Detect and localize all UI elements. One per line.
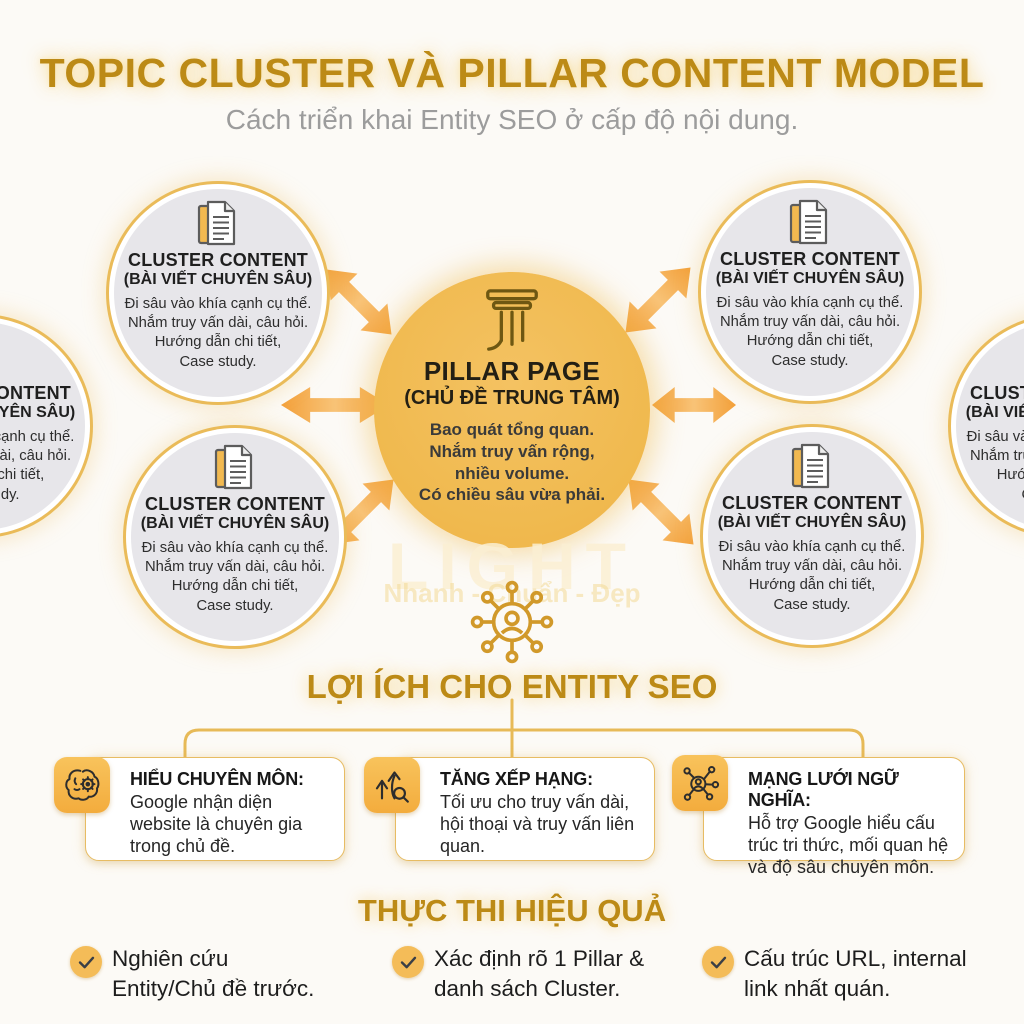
pillar-subtitle: (CHỦ ĐỀ TRUNG TÂM) — [404, 387, 620, 409]
brain-gear-icon — [54, 757, 110, 813]
cluster-text-line: Đi sâu vào khía cạnh cụ thể. — [716, 295, 904, 311]
cluster-subtitle: (BÀI VIẾT CHUYÊN SÂU) — [965, 404, 1024, 421]
cluster-text-line: Hướng dẫn chi tiết, — [171, 578, 299, 595]
cluster-text-line: Hướng dẫn chi tiết, — [748, 577, 876, 594]
pillar-text-line: Bao quát tổng quan. — [429, 420, 595, 439]
cluster-text-line: Đi sâu vào khía cạnh cụ thể. — [0, 429, 75, 445]
cluster-text-line: Đi sâu vào khía cạnh cụ thể. — [718, 539, 906, 555]
cluster-title: CLUSTER CONTENT — [0, 383, 71, 403]
benefit-card-body: Google nhận diện website là chuyên gia t… — [130, 792, 303, 857]
execution-item: Xác định rõ 1 Pillar & danh sách Cluster… — [434, 944, 644, 1003]
double-arrow-icon — [313, 256, 405, 348]
cluster-circle-bottom-right: CLUSTER CONTENT (BÀI VIẾT CHUYÊN SÂU) Đi… — [708, 432, 916, 640]
pillar-text-line: nhiều volume. — [454, 463, 570, 483]
benefit-card-ranking: TĂNG XẾP HẠNG: Tối ưu cho truy vấn dài, … — [395, 757, 655, 861]
benefit-card-title: MẠNG LƯỚI NGỮ NGHĨA: — [748, 769, 899, 810]
benefit-card-body: Tối ưu cho truy vấn dài, hội thoại và tr… — [440, 792, 635, 857]
cluster-subtitle: (BÀI VIẾT CHUYÊN SÂU) — [715, 270, 905, 287]
pillar-column-icon — [477, 288, 547, 352]
execution-item-line: danh sách Cluster. — [434, 975, 621, 1001]
cluster-text-line: Hướng dẫn chi tiết, — [996, 467, 1024, 484]
document-icon — [212, 443, 258, 491]
execution-item-line: Nghiên cứu — [112, 946, 229, 971]
check-icon — [70, 946, 102, 978]
cluster-text-line: Case study. — [771, 352, 849, 369]
document-icon — [787, 198, 833, 246]
cluster-circle-top-right: CLUSTER CONTENT (BÀI VIẾT CHUYÊN SÂU) Đi… — [706, 188, 914, 396]
cluster-circle-left-edge: CLUSTER CONTENT (BÀI VIẾT CHUYÊN SÂU) Đi… — [0, 322, 85, 530]
benefit-card-title: TĂNG XẾP HẠNG: — [440, 769, 593, 789]
benefit-card-title: HIỂU CHUYÊN MÔN: — [130, 769, 304, 789]
cluster-title: CLUSTER CONTENT — [128, 250, 308, 270]
cluster-circle-right-edge: CLUSTER CONTENT (BÀI VIẾT CHUYÊN SÂU) Đi… — [956, 322, 1024, 530]
document-icon — [0, 332, 4, 380]
connector-bracket — [183, 698, 865, 762]
cluster-text-line: Hướng dẫn chi tiết, — [154, 334, 282, 351]
pillar-title: PILLAR PAGE — [423, 356, 601, 386]
cluster-text-line: Đi sâu vào khía cạnh cụ thể. — [966, 429, 1024, 445]
cluster-subtitle: (BÀI VIẾT CHUYÊN SÂU) — [0, 404, 76, 421]
cluster-title: CLUSTER CONTENT — [722, 493, 902, 513]
cluster-text-line: Hướng dẫn chi tiết, — [0, 467, 45, 484]
cluster-text-line: Nhắm truy vấn dài, câu hỏi. — [719, 314, 901, 331]
pillar-text-line: Nhắm truy vấn rộng, — [429, 441, 595, 461]
benefit-card-semantic-network: MẠNG LƯỚI NGỮ NGHĨA: Hỗ trợ Google hiểu … — [703, 757, 965, 877]
check-icon — [702, 946, 734, 978]
document-icon — [789, 442, 835, 490]
semantic-network-icon — [672, 755, 728, 811]
execution-item-line: link nhất quán. — [744, 975, 891, 1001]
document-icon — [195, 199, 241, 247]
network-hub-icon — [468, 578, 556, 666]
execution-item: Nghiên cứu Entity/Chủ đề trước. — [112, 944, 314, 1003]
cluster-text-line: Hướng dẫn chi tiết, — [746, 333, 874, 350]
cluster-text-line: Nhắm truy vấn dài, câu hỏi. — [0, 448, 72, 465]
page-subtitle: Cách triển khai Entity SEO ở cấp độ nội … — [225, 104, 799, 135]
cluster-circle-top-left: CLUSTER CONTENT (BÀI VIẾT CHUYÊN SÂU) Đi… — [114, 189, 322, 397]
cluster-subtitle: (BÀI VIẾT CHUYÊN SÂU) — [140, 515, 330, 532]
cluster-text-line: Nhắm truy vấn dài, câu hỏi. — [969, 448, 1024, 465]
cluster-title: CLUSTER CONTENT — [145, 494, 325, 514]
execution-item-line: Xác định rõ 1 Pillar & — [434, 946, 645, 971]
pillar-page-circle: PILLAR PAGE (CHỦ ĐỀ TRUNG TÂM) Bao quát … — [374, 272, 650, 548]
cluster-text-line: Case study. — [179, 353, 257, 370]
execution-item-line: Entity/Chủ đề trước. — [112, 975, 315, 1001]
page-title: TOPIC CLUSTER VÀ PILLAR CONTENT MODEL — [39, 50, 985, 96]
double-arrow-icon — [652, 387, 736, 423]
cluster-text-line: Đi sâu vào khía cạnh cụ thể. — [141, 540, 329, 556]
cluster-text-line: Nhắm truy vấn dài, câu hỏi. — [127, 315, 309, 332]
cluster-subtitle: (BÀI VIẾT CHUYÊN SÂU) — [123, 271, 313, 288]
execution-item-line: Cấu trúc URL, internal — [744, 946, 967, 971]
cluster-title: CLUSTER CONTENT — [970, 383, 1024, 403]
execution-item: Cấu trúc URL, internal link nhất quán. — [744, 944, 967, 1003]
cluster-text-line: Nhắm truy vấn dài, câu hỏi. — [144, 559, 326, 576]
double-arrow-icon — [281, 387, 389, 423]
cluster-text-line: Đi sâu vào khía cạnh cụ thể. — [124, 296, 312, 312]
execution-section-heading: THỰC THI HIỆU QUẢ — [357, 893, 667, 928]
cluster-title: CLUSTER CONTENT — [720, 249, 900, 269]
cluster-subtitle: (BÀI VIẾT CHUYÊN SÂU) — [717, 514, 907, 531]
benefit-card-body: Hỗ trợ Google hiểu cấu trúc tri thức, mố… — [748, 813, 949, 878]
cluster-text-line: Case study. — [196, 597, 274, 614]
rank-up-search-icon — [364, 757, 420, 813]
cluster-text-line: Nhắm truy vấn dài, câu hỏi. — [721, 558, 903, 575]
cluster-circle-bottom-left: CLUSTER CONTENT (BÀI VIẾT CHUYÊN SÂU) Đi… — [131, 433, 339, 641]
cluster-text-line: Case study. — [773, 596, 851, 613]
benefit-card-expertise: HIỂU CHUYÊN MÔN: Google nhận diện websit… — [85, 757, 345, 861]
check-icon — [392, 946, 424, 978]
cluster-text-line: Case study. — [0, 486, 20, 503]
cluster-text-line: Case study. — [1021, 486, 1024, 505]
pillar-text-line: Có chiều sâu vừa phải. — [418, 485, 606, 505]
